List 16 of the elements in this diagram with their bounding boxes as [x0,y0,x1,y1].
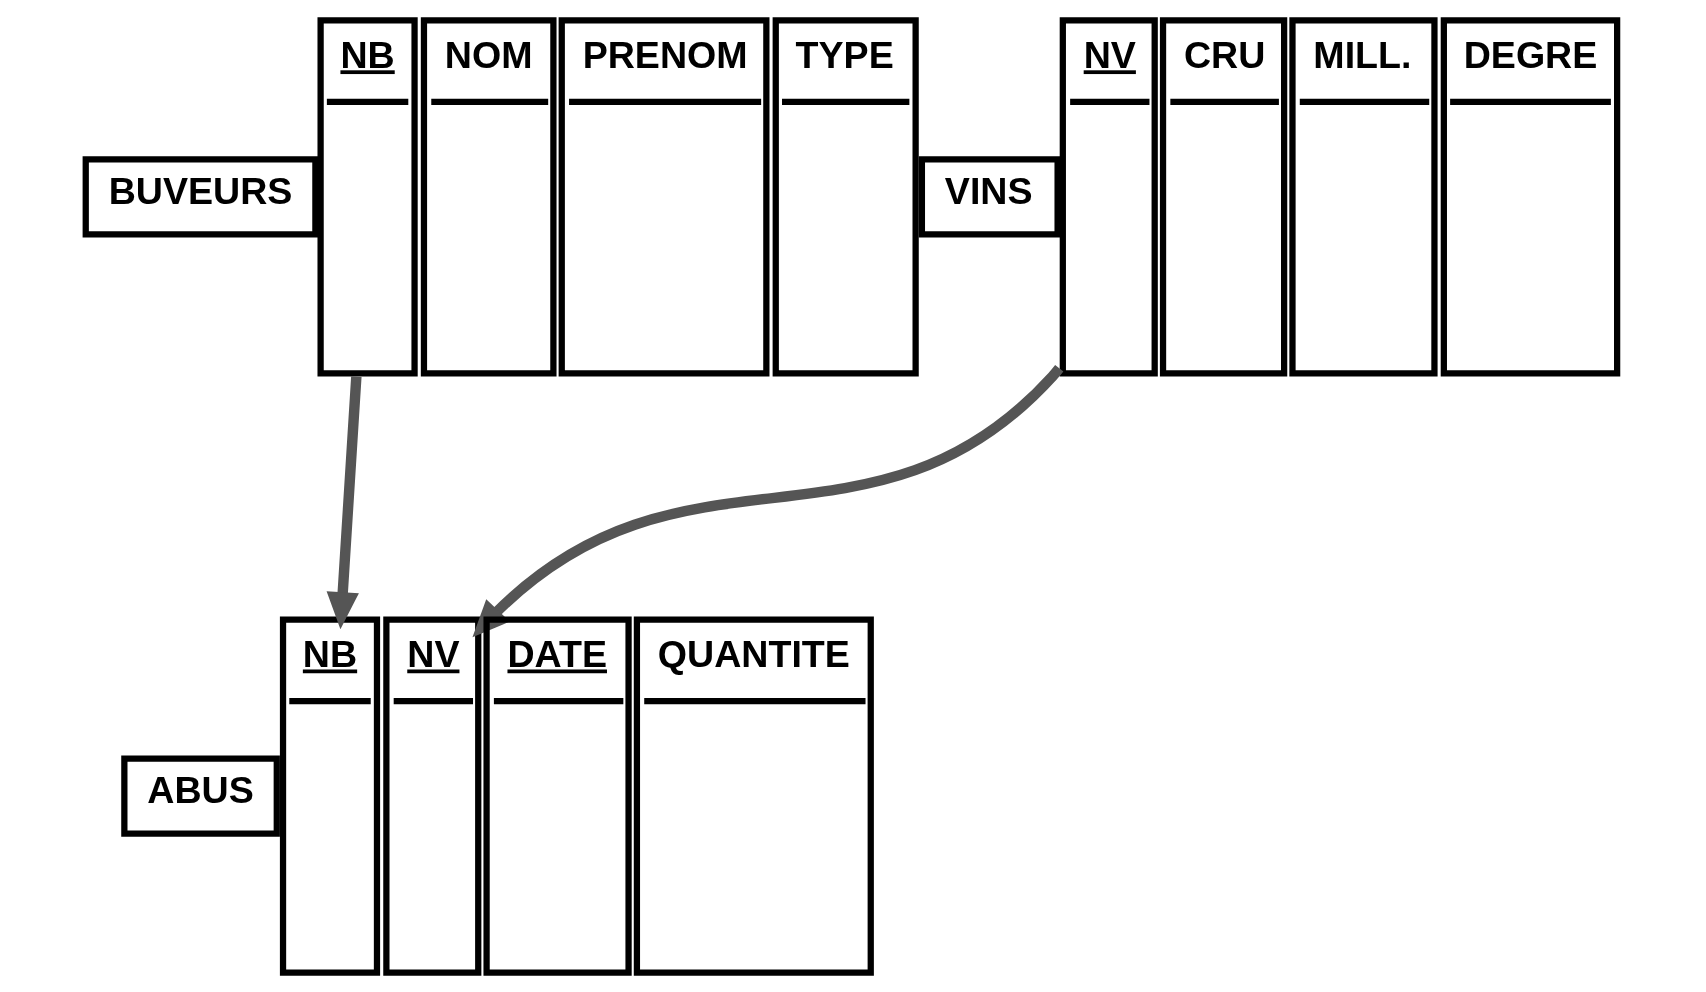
node-box: NOM [420,16,557,376]
node-box: VINS [918,155,1061,238]
node-box: DEGRE [1440,16,1621,376]
node-box: DATE [483,616,632,976]
node-box: NB [279,616,381,976]
node-box: MILL. [1289,16,1438,376]
node-box: NV [1059,16,1158,376]
node-box: PRENOM [558,16,770,376]
node-box: BUVEURS [82,155,319,238]
node-box: QUANTITE [633,616,874,976]
node-box: NV [383,616,482,976]
arrow [326,375,362,629]
node-box: CRU [1159,16,1288,376]
node-box: ABUS [121,754,280,837]
node-box: TYPE [772,16,919,376]
node-box: NB [317,16,418,376]
